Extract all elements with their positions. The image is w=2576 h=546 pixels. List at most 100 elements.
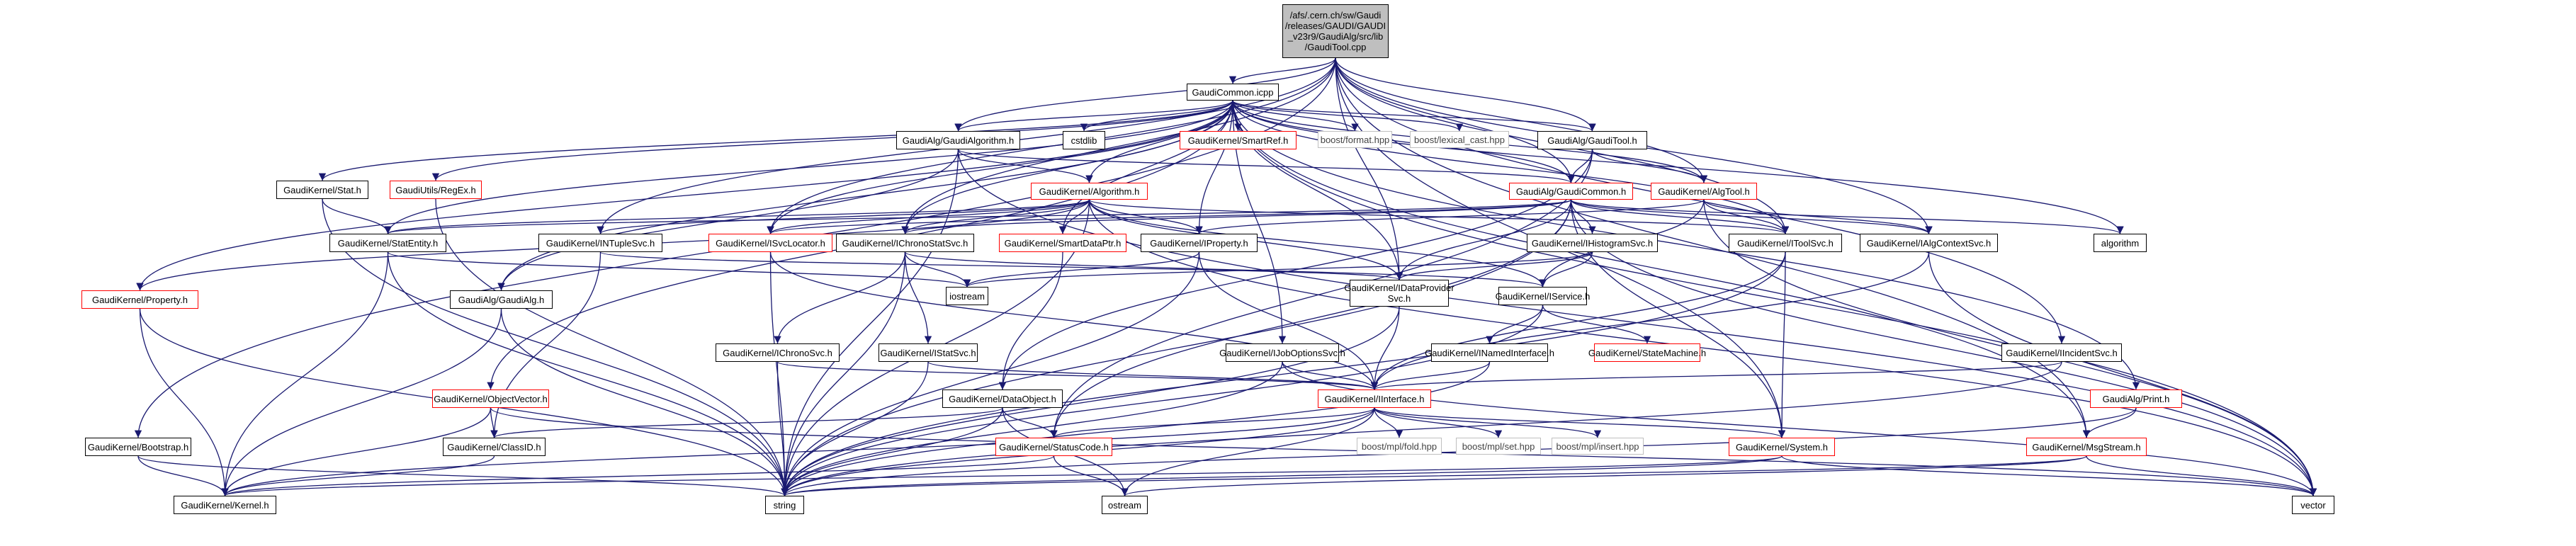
node-property-h[interactable]: GaudiKernel/Property.h (81, 290, 198, 309)
edge-gaudicommon_h-to-algorithm (1570, 199, 2124, 234)
node-algtool-h[interactable]: GaudiKernel/AlgTool.h (1651, 183, 1757, 200)
edge-ichronostat-to-iservice (904, 251, 1547, 288)
edge-root-to-gcommon_icpp (1228, 57, 1336, 84)
edge-statuscode-to-kernel_h (221, 455, 1055, 496)
edge-gaudialg_h-to-kernel_h (221, 308, 502, 496)
edge-stat_h-to-string (322, 198, 789, 496)
edge-gaudicommon_h-to-ichronostat (901, 199, 1572, 234)
node-print-h[interactable]: GaudiAlg/Print.h (2090, 389, 2182, 408)
node-objectvector[interactable]: GaudiKernel/ObjectVector.h (432, 389, 549, 408)
edge-algorithm_h-to-iservice (1088, 199, 1547, 288)
edge-classid-to-kernel_h (221, 455, 495, 496)
node-statuscode[interactable]: GaudiKernel/StatusCode.h (995, 438, 1112, 456)
edge-intuplesvc-to-idataprovider (599, 251, 1403, 280)
node-galgorithm-h[interactable]: GaudiAlg/GaudiAlgorithm.h (896, 131, 1020, 149)
edge-gcommon_icpp-to-stat_h (319, 100, 1233, 181)
node-regex-h[interactable]: GaudiUtils/RegEx.h (390, 181, 482, 199)
node-gtool-h[interactable]: GaudiAlg/GaudiTool.h (1537, 131, 1647, 149)
node-msgstream[interactable]: GaudiKernel/MsgStream.h (2026, 438, 2147, 456)
node-mpl-fold[interactable]: boost/mpl/fold.hpp (1357, 438, 1442, 455)
node-itoolsvc[interactable]: GaudiKernel/IToolSvc.h (1729, 234, 1842, 252)
edge-galgorithm_h-to-algorithm_h (957, 149, 1093, 183)
edge-statentity-to-kernel_h (221, 251, 389, 496)
node-idataprovider[interactable]: GaudiKernel/IDataProvider Svc.h (1344, 280, 1454, 307)
node-vector[interactable]: vector (2292, 496, 2334, 514)
node-dataobject[interactable]: GaudiKernel/DataObject.h (942, 389, 1063, 408)
node-mpl-set[interactable]: boost/mpl/set.hpp (1456, 438, 1541, 455)
edge-algorithm_h-to-intuplesvc (597, 199, 1090, 234)
edge-ijoboptions-to-string (781, 361, 1283, 496)
node-iincidentsvc[interactable]: GaudiKernel/IIncidentSvc.h (2001, 343, 2122, 362)
edge-iinterface-to-ostream (1121, 407, 1375, 496)
node-isvclocator[interactable]: GaudiKernel/ISvcLocator.h (708, 234, 832, 252)
edge-iproperty-to-iostream (963, 251, 1200, 288)
edge-gtool_h-to-algtool_h (1591, 149, 1708, 183)
node-ijoboptions[interactable]: GaudiKernel/IJobOptionsSvc.h (1219, 343, 1345, 362)
edge-gcommon_icpp-to-algorithm (1232, 100, 2124, 234)
edge-ichronostat-to-iostream (904, 251, 971, 288)
node-iservice[interactable]: GaudiKernel/IService.h (1496, 287, 1590, 305)
node-smartdataptr[interactable]: GaudiKernel/SmartDataPtr.h (999, 234, 1126, 252)
edge-iservice-to-string (781, 305, 1544, 496)
node-bootstrap[interactable]: GaudiKernel/Bootstrap.h (85, 438, 191, 456)
edge-ichronostat-to-istatsvc (904, 251, 932, 344)
edge-iservice-to-inamedinterface (1486, 305, 1544, 344)
edge-root-to-algtool_h (1335, 57, 1708, 183)
node-statentity[interactable]: GaudiKernel/StatEntity.h (329, 234, 446, 252)
edge-print_h-to-msgstream (2082, 407, 2137, 438)
node-ichronostat[interactable]: GaudiKernel/IChronoStatSvc.h (836, 234, 974, 252)
node-system-h[interactable]: GaudiKernel/System.h (1729, 438, 1835, 456)
edge-istatsvc-to-iinterface (927, 361, 1378, 390)
node-boost-format[interactable]: boost/format.hpp (1318, 131, 1392, 148)
node-intuplesvc[interactable]: GaudiKernel/INTupleSvc.h (538, 234, 662, 252)
node-boost-lexical[interactable]: boost/lexical_cast.hpp (1410, 131, 1509, 148)
node-root[interactable]: /afs/.cern.ch/sw/Gaudi /releases/GAUDI/G… (1282, 4, 1389, 58)
node-kernel-h[interactable]: GaudiKernel/Kernel.h (174, 496, 276, 514)
node-iproperty[interactable]: GaudiKernel/IProperty.h (1141, 234, 1258, 252)
node-algorithm-h[interactable]: GaudiKernel/Algorithm.h (1031, 183, 1148, 200)
edge-gcommon_icpp-to-property_h (136, 100, 1233, 291)
edge-gaudicommon_h-to-ialgcontext (1570, 199, 1933, 234)
node-mpl-insert[interactable]: boost/mpl/insert.hpp (1552, 438, 1644, 455)
node-ihistogramsvc[interactable]: GaudiKernel/IHistogramSvc.h (1527, 234, 1658, 252)
edge-gcommon_icpp-to-statentity (384, 100, 1233, 234)
edge-isvclocator-to-iinterface (769, 251, 1379, 390)
node-gaudialg-h[interactable]: GaudiAlg/GaudiAlg.h (450, 290, 553, 309)
edge-itoolsvc-to-string (781, 251, 1786, 496)
node-gcommon-icpp[interactable]: GaudiCommon.icpp (1187, 84, 1279, 101)
node-ostream[interactable]: ostream (1102, 496, 1148, 514)
edge-idataprovider-to-iinterface (1370, 306, 1400, 390)
edge-objectvector-to-classid (490, 407, 498, 438)
node-ialgcontext[interactable]: GaudiKernel/IAlgContextSvc.h (1860, 234, 1998, 252)
node-string[interactable]: string (765, 496, 804, 514)
edge-root-to-ichronostat (901, 57, 1336, 234)
edge-bootstrap-to-string (137, 455, 789, 496)
edge-dataobject-to-classid (490, 407, 1003, 438)
node-iostream[interactable]: iostream (946, 287, 988, 305)
node-istatsvc[interactable]: GaudiKernel/IStatSvc.h (879, 343, 978, 362)
edge-gcommon_icpp-to-algorithm_h (1085, 100, 1233, 183)
edge-algorithm_h-to-itoolsvc (1088, 199, 1789, 234)
node-inamedinterface[interactable]: GaudiKernel/INamedInterface.h (1425, 343, 1554, 362)
edge-gaudicommon_h-to-statuscode (1050, 199, 1572, 438)
edge-ichronostat-to-ichronosvc (774, 251, 906, 344)
edge-gcommon_icpp-to-boost_lexical (1232, 100, 1464, 132)
node-cstdlib[interactable]: cstdlib (1063, 131, 1105, 149)
node-classid[interactable]: GaudiKernel/ClassID.h (443, 438, 546, 456)
edge-gtool_h-to-statuscode (1050, 149, 1593, 438)
edge-algorithm_h-to-smartdataptr (1058, 199, 1090, 234)
node-smartref[interactable]: GaudiKernel/SmartRef.h (1180, 131, 1297, 149)
edge-root-to-gaudicommon_h (1335, 57, 1575, 183)
edge-root-to-iincidentsvc (1335, 57, 2066, 344)
edge-ijoboptions-to-iinterface (1282, 361, 1379, 390)
node-iinterface[interactable]: GaudiKernel/IInterface.h (1318, 389, 1431, 408)
edge-gaudicommon_h-to-itoolsvc (1570, 199, 1790, 234)
node-stat-h[interactable]: GaudiKernel/Stat.h (276, 181, 368, 199)
edge-galgorithm_h-to-string (781, 149, 959, 496)
node-ichronosvc[interactable]: GaudiKernel/IChronoSvc.h (716, 343, 840, 362)
edge-gtool_h-to-gaudicommon_h (1567, 149, 1593, 183)
node-statemachine[interactable]: GaudiKernel/StateMachine.h (1588, 343, 1706, 362)
node-gaudicommon-h[interactable]: GaudiAlg/GaudiCommon.h (1509, 183, 1633, 200)
edge-regex_h-to-string (435, 198, 789, 496)
node-algorithm[interactable]: algorithm (2094, 234, 2147, 252)
